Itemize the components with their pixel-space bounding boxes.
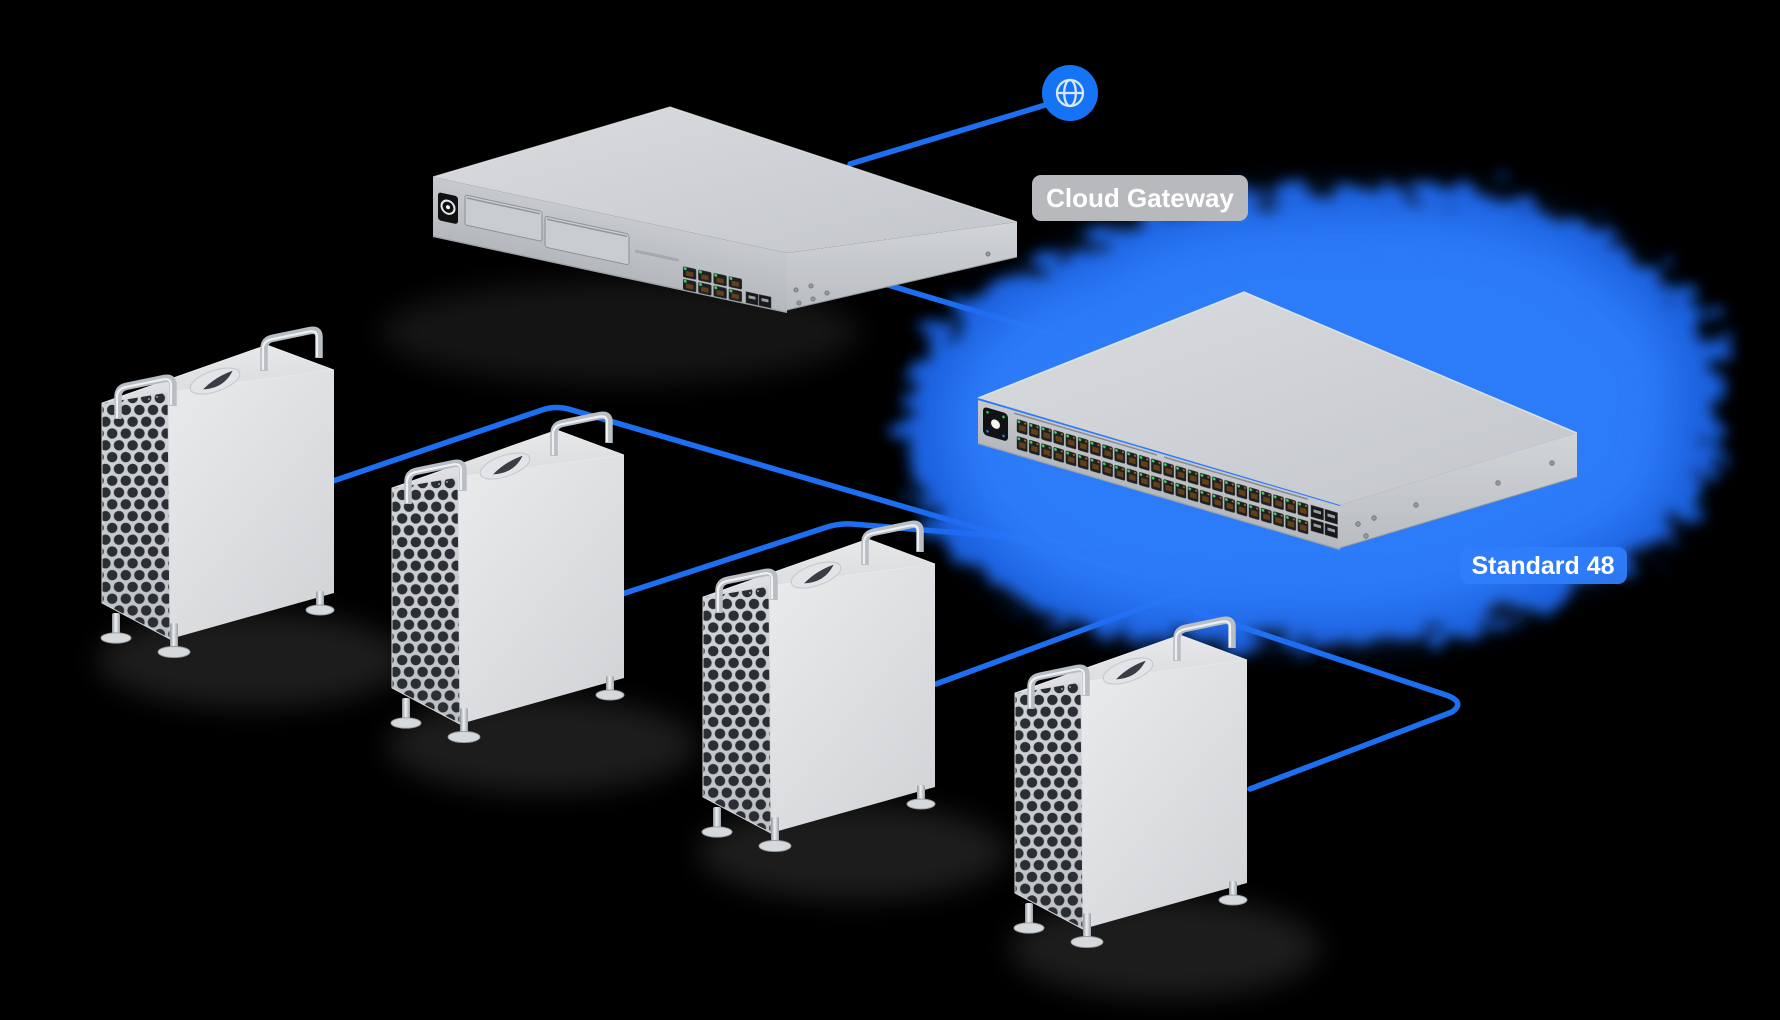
switch-side-face [1339,433,1578,549]
shadow-ellipse [387,697,697,793]
gateway-sfp-ports [745,291,772,309]
switch-top-face [978,292,1577,505]
standard-48-switch [977,291,1578,551]
workstation-tower-2 [391,415,624,742]
standard-48-label: Standard 48 [1460,547,1627,584]
standard-48-label-text: Standard 48 [1471,552,1614,580]
connection-workstation2-switch [619,521,1155,597]
shadow-ellipse [380,280,860,384]
switch-port-grid [1016,418,1309,536]
switch-front-face [978,400,1340,551]
globe-glyph [1055,78,1085,108]
gateway-port-grid [682,265,743,303]
gateway-front-face [433,177,787,314]
cloud-gateway-label: Cloud Gateway [1032,175,1248,221]
gateway-side-face [786,222,1018,311]
connection-internet-gateway [847,100,1055,167]
shadow-ellipse [97,612,407,708]
cloud-gateway-label-text: Cloud Gateway [1046,183,1234,213]
gateway-display [438,192,458,224]
workstation-tower-3 [702,524,935,851]
switch-sfp-ports [1310,504,1338,539]
connection-workstation1-switch [330,404,1131,575]
connection-workstation4-switch [1193,609,1461,792]
workstation-tower-1 [101,330,334,657]
internet-globe [1042,65,1098,121]
gateway-drive-bays [464,194,679,266]
cloud-gateway-device [432,106,1018,314]
workstation-tower-4 [1014,620,1247,947]
gateway-top-face [433,107,1017,253]
switch-display [983,407,1008,441]
